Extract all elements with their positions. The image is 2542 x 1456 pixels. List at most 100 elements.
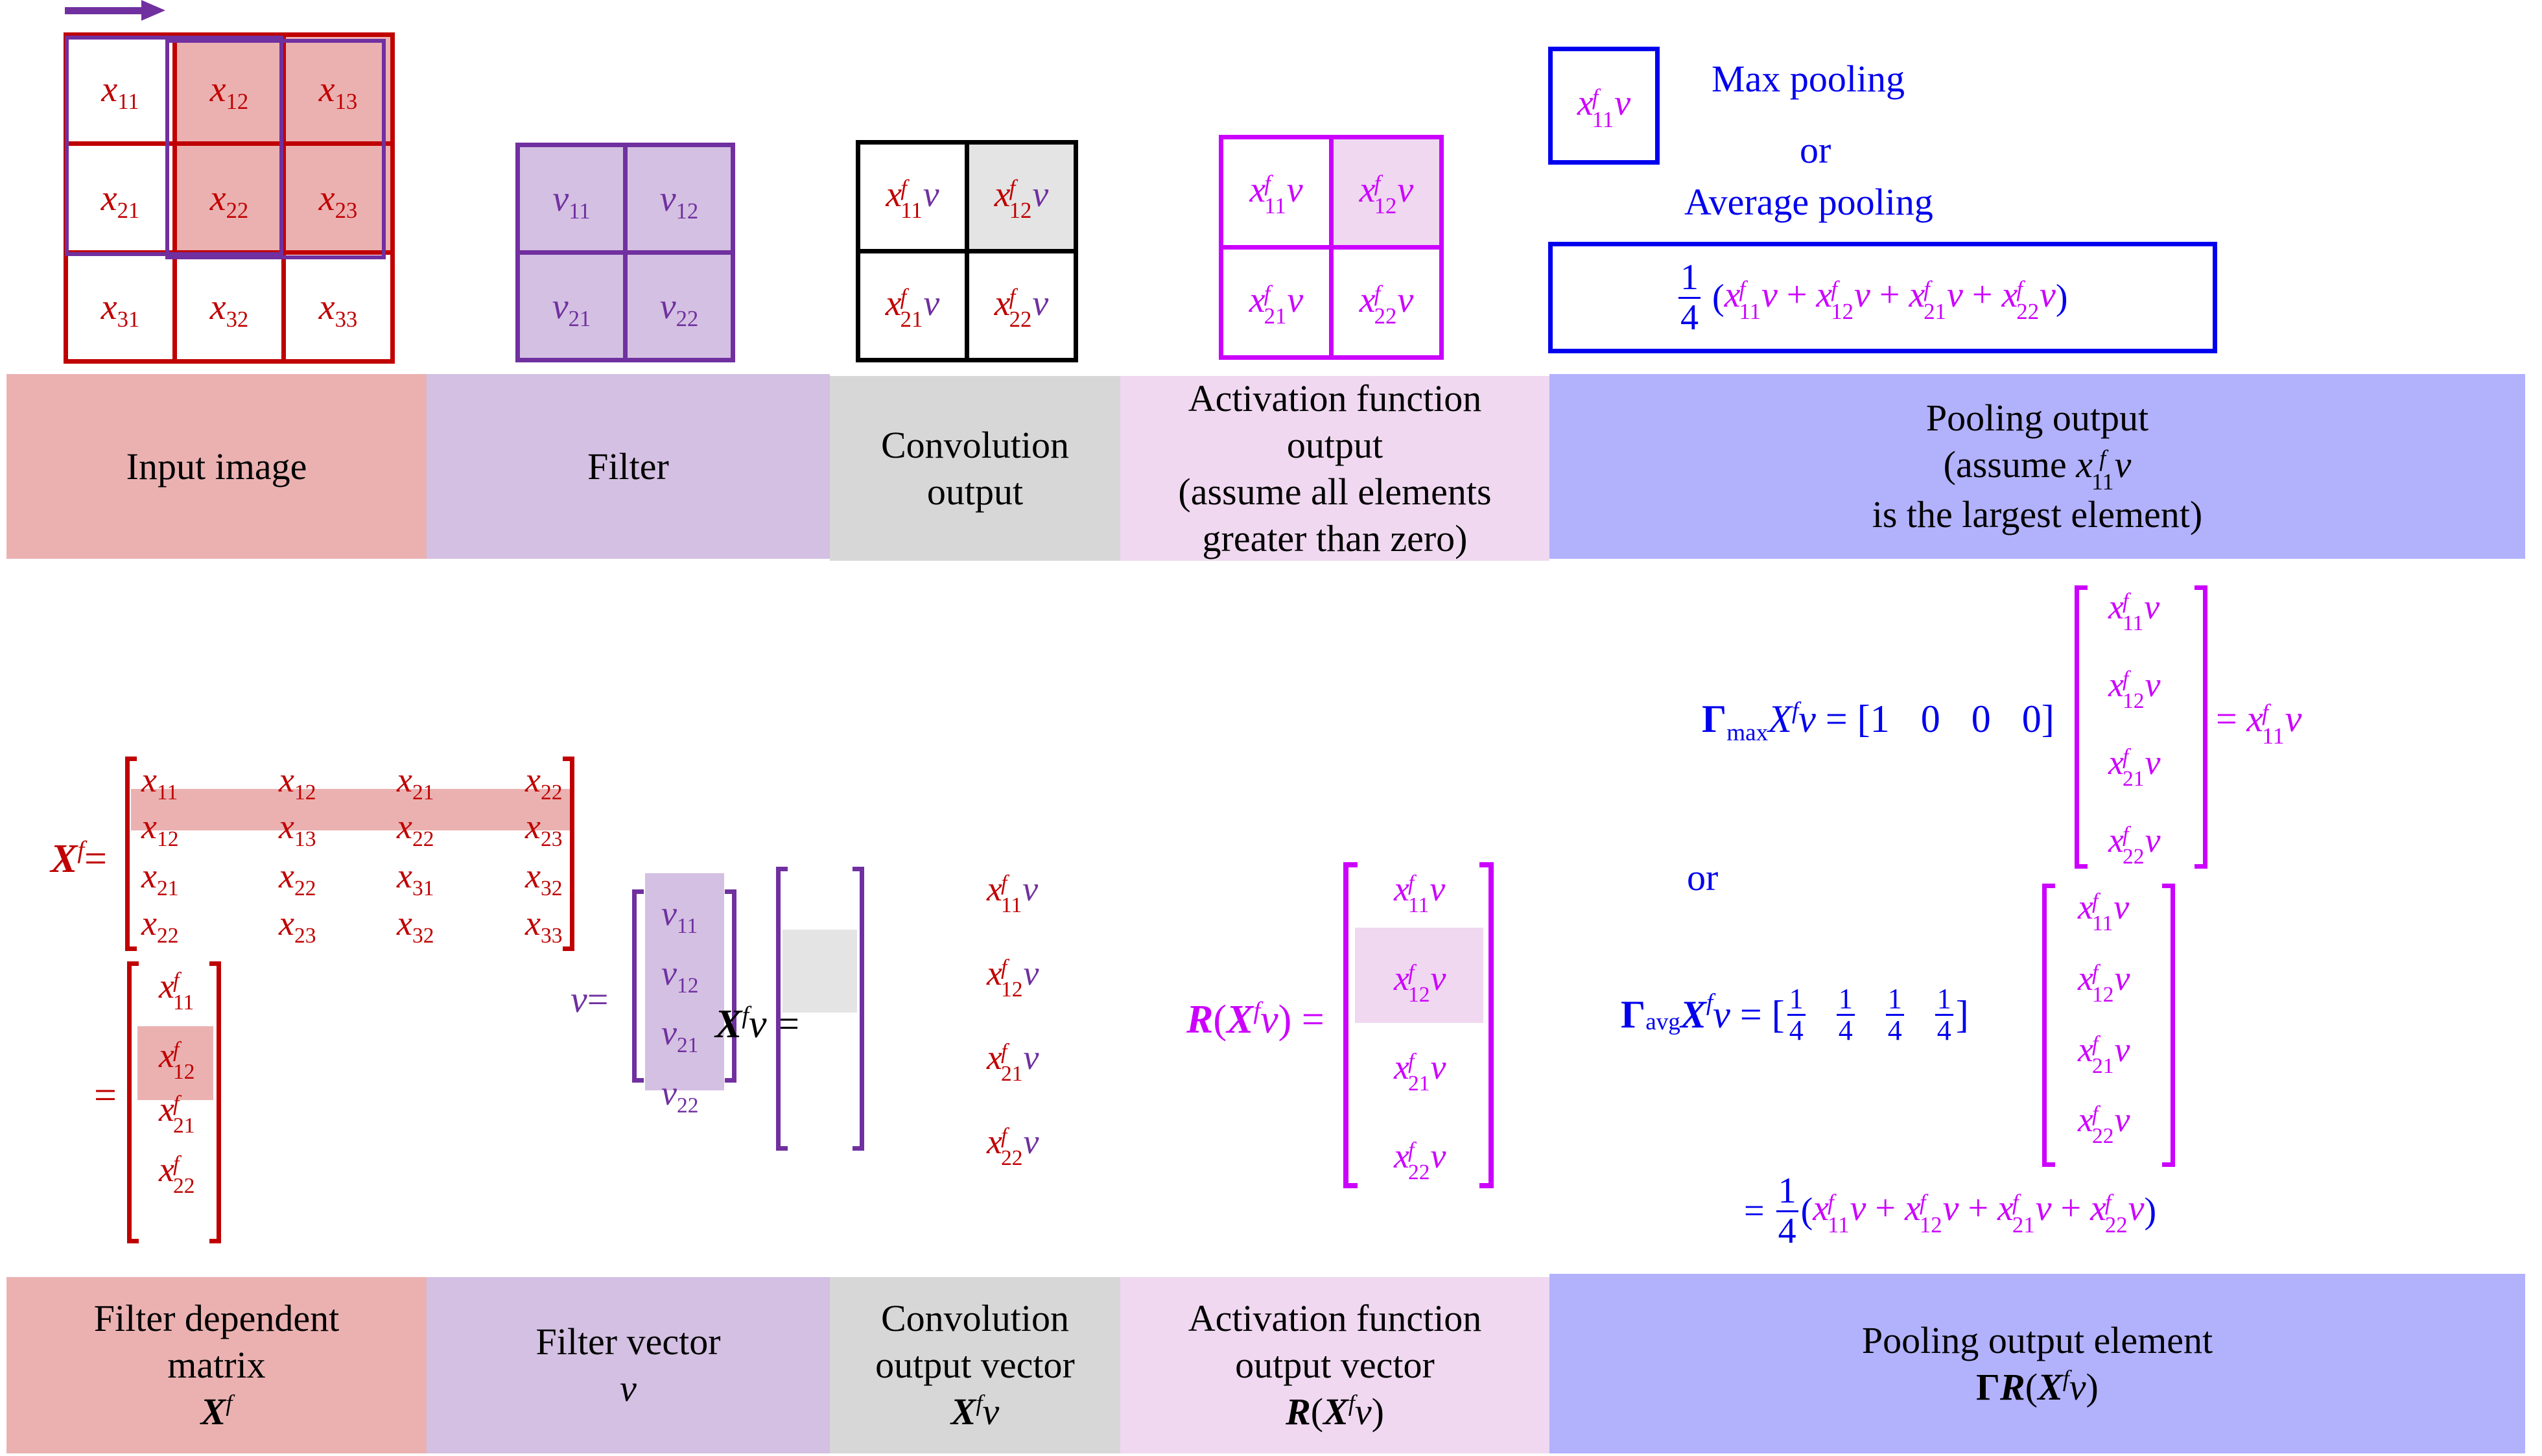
filter-cell-22: v22 (623, 250, 735, 362)
filter-matrix-vector-left-bracket (127, 961, 139, 1243)
matrix-entry: x13 (279, 807, 316, 851)
filter-vector-left-bracket (632, 889, 644, 1083)
matrix-entry: v11 (661, 894, 698, 938)
matrix-entry: x23 (279, 904, 316, 948)
filter-matrix-lhs: Xf= (51, 836, 108, 881)
filter-vector-highlight (645, 873, 724, 1090)
input-cell-33: x33 (281, 250, 395, 364)
conv-vector-left-bracket (776, 867, 788, 1151)
matrix-entry: x12 (279, 760, 316, 804)
matrix-entry: x21 (100, 178, 140, 223)
matrix-entry: x22 (397, 807, 434, 851)
matrix-entry: x22 (141, 904, 179, 948)
matrix-entry: x13 (318, 69, 358, 114)
conv-vector-right-bracket (853, 867, 864, 1151)
matrix-entry: x31 (100, 287, 140, 332)
filter-window-position-2 (165, 39, 386, 259)
filter-cell-21: v21 (515, 250, 628, 362)
conv-vector-highlight (783, 930, 857, 1013)
matrix-entry: x22 (209, 178, 249, 223)
max-pool-vector-left-bracket (2075, 585, 2088, 869)
matrix-entry: x32 (525, 856, 563, 900)
filter-vector-lhs: v= (571, 978, 609, 1020)
avg-pool-vector-right-bracket (2162, 884, 2175, 1167)
or-label-top: or (1800, 129, 1831, 171)
filter-matrix-highlight-row (131, 789, 572, 830)
act-vector-highlight (1355, 928, 1483, 1023)
matrix-entry: x33 (525, 904, 563, 948)
filter-vector-right-bracket (725, 889, 736, 1083)
matrix-entry: x33 (318, 287, 358, 332)
filter-matrix-vector-right-bracket (209, 961, 221, 1243)
matrix-entry: x21 (141, 856, 179, 900)
matrix-entry: x23 (525, 807, 563, 851)
matrix-entry: x22 (279, 856, 316, 900)
input-cell-13: x13 (281, 32, 395, 146)
matrix-entry: x32 (397, 904, 434, 948)
matrix-entry: v11 (552, 178, 591, 224)
matrix-entry: v21 (552, 286, 591, 331)
matrix-entry: x31 (397, 856, 434, 900)
max-pool-weight: 1 (1870, 698, 1890, 740)
avg-pool-vector-left-bracket (2042, 884, 2055, 1167)
filter-window-position-1 (65, 36, 283, 256)
or-label-bottom: or (1687, 856, 1719, 898)
filter-matrix-right-bracket (563, 757, 574, 951)
input-cell-32: x32 (172, 250, 286, 364)
filter-matrix-left-bracket (125, 757, 137, 951)
matrix-entry: v21 (661, 1013, 699, 1057)
average-pooling-label: Average pooling (1684, 181, 1933, 223)
matrix-entry: x11 (101, 69, 139, 114)
matrix-entry: x32 (209, 287, 249, 332)
act-vector-left-bracket (1343, 862, 1358, 1188)
matrix-entry: v12 (659, 178, 699, 224)
max-pool-weight: 0 (2021, 698, 2042, 740)
matrix-entry: v22 (661, 1074, 699, 1118)
matrix-entry: x23 (318, 178, 358, 223)
